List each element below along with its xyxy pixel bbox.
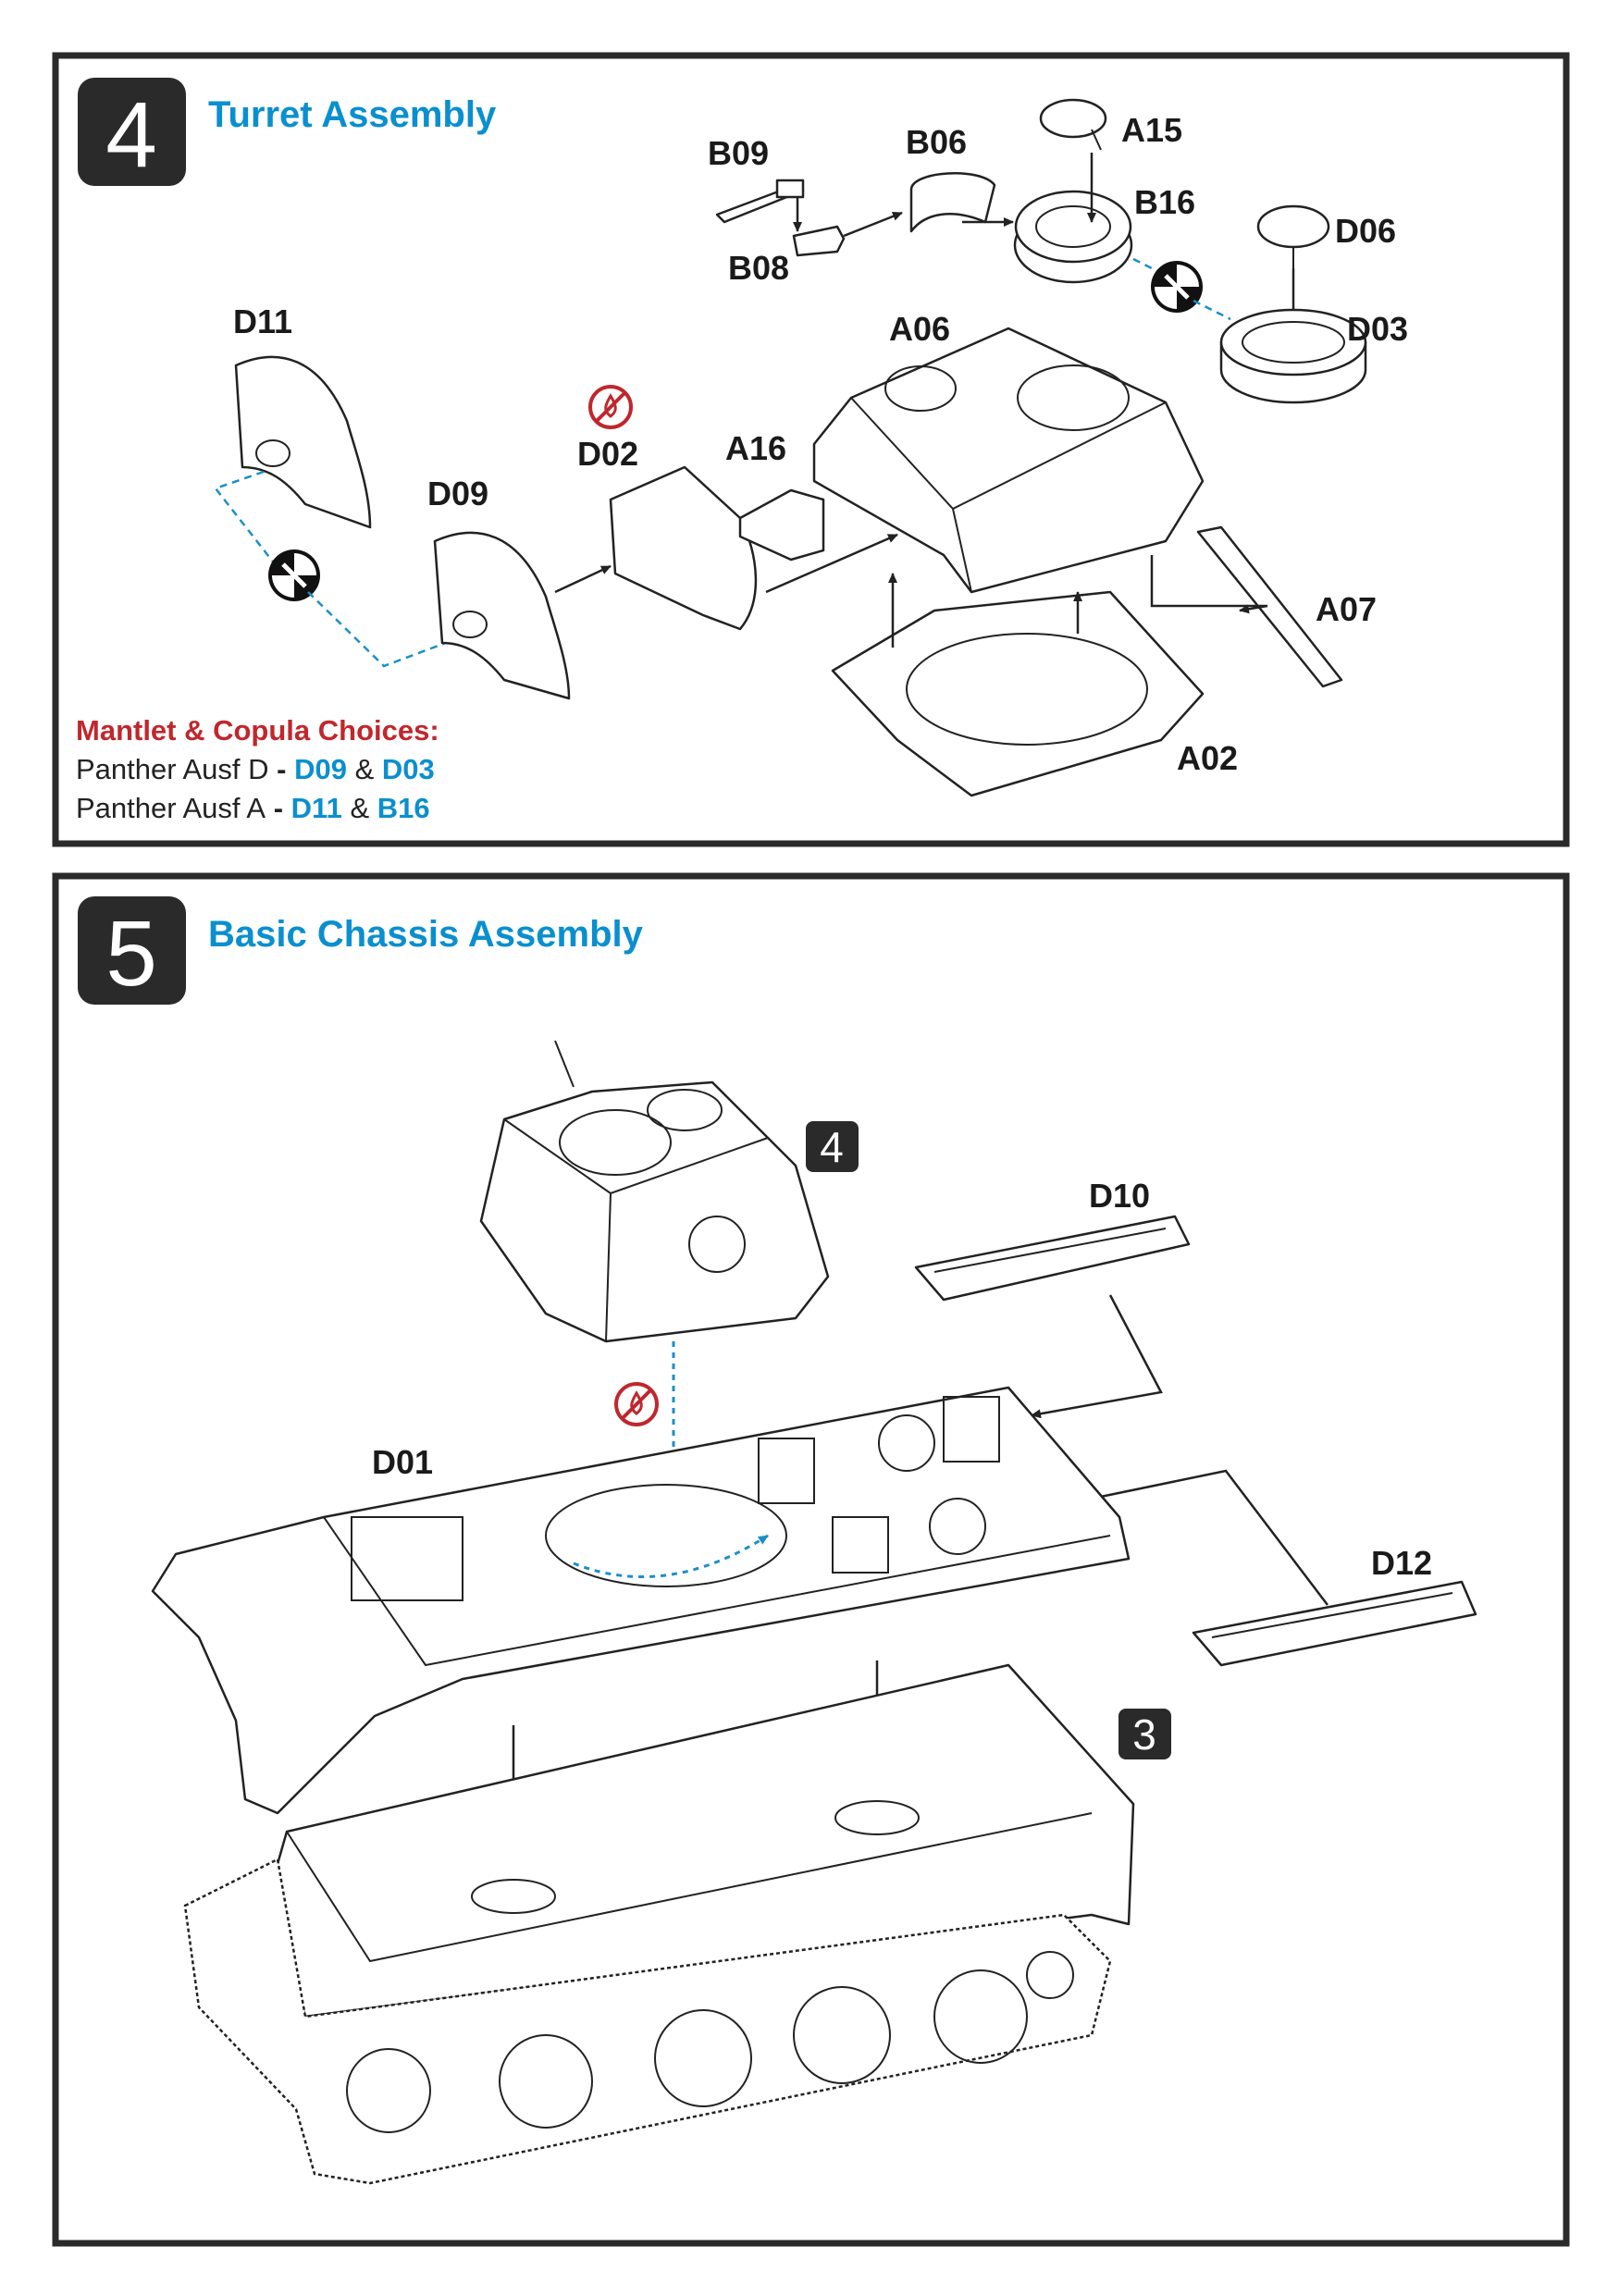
part-label-d09: D09 <box>427 475 488 512</box>
variant-choices-note: Mantlet & Copula Choices: Panther Ausf D… <box>76 714 439 824</box>
no-glue-icon <box>588 385 633 429</box>
part-label-b16: B16 <box>1134 183 1195 221</box>
part-label-b08: B08 <box>728 249 789 287</box>
no-glue-icon <box>614 1382 659 1426</box>
choice-icon <box>268 549 320 601</box>
part-a02-drawing <box>831 590 1205 797</box>
step-number: 4 <box>105 83 157 187</box>
step-reference-badge <box>1118 1709 1171 1759</box>
part-d09-drawing <box>433 531 571 700</box>
step-5-panel: 5 Basic Chassis Assembly 4 <box>52 872 1570 2247</box>
part-a16-drawing <box>738 488 825 562</box>
part-label-a06: A06 <box>889 310 950 348</box>
part-b08-drawing <box>792 225 846 257</box>
part-label-d01: D01 <box>372 1443 433 1481</box>
part-a15-drawing <box>1039 98 1107 151</box>
part-label-b09: B09 <box>708 134 769 172</box>
part-d11-drawing <box>234 355 372 529</box>
part-b09-drawing <box>715 179 805 224</box>
step-title: Turret Assembly <box>208 94 497 135</box>
part-d06-drawing <box>1256 204 1330 268</box>
part-label-a02: A02 <box>1177 739 1238 777</box>
part-label-d12: D12 <box>1371 1544 1432 1582</box>
step-title: Basic Chassis Assembly <box>208 914 644 955</box>
part-d03-drawing <box>1219 308 1367 404</box>
assembled-turret-drawing <box>479 1040 830 1343</box>
part-b06-drawing <box>909 172 996 233</box>
part-d01-drawing <box>151 1386 1131 1815</box>
choice-row: Panther Ausf A - D11 & B16 <box>76 792 430 824</box>
choice-icon <box>1151 261 1203 313</box>
part-d10-drawing <box>914 1215 1191 1302</box>
part-b16-drawing <box>1013 190 1133 284</box>
choice-row: Panther Ausf D - D09 & D03 <box>76 753 435 785</box>
part-d12-drawing <box>1192 1580 1477 1667</box>
part-label-d11: D11 <box>233 302 292 340</box>
step-number: 5 <box>105 902 157 1006</box>
track-and-wheels-drawing <box>183 1858 1112 2185</box>
part-label-d02: D02 <box>577 435 638 473</box>
part-label-a15: A15 <box>1121 111 1182 149</box>
step-number-badge <box>78 78 186 186</box>
part-a06-drawing <box>812 327 1205 594</box>
step-4-panel: 4 Turret Assembly <box>52 52 1570 847</box>
step-reference-badge <box>806 1121 859 1172</box>
part-a07-drawing <box>1196 525 1343 688</box>
step-reference-turret: 4 <box>820 1123 844 1171</box>
step-number-badge <box>78 896 186 1005</box>
part-label-d06: D06 <box>1335 212 1396 250</box>
part-label-b06: B06 <box>906 123 967 161</box>
step-reference-hull: 3 <box>1132 1710 1156 1759</box>
part-label-a16: A16 <box>725 429 786 467</box>
part-label-a07: A07 <box>1316 590 1377 628</box>
part-label-d10: D10 <box>1089 1177 1150 1215</box>
choices-heading: Mantlet & Copula Choices: <box>76 714 439 747</box>
part-label-d03: D03 <box>1347 310 1408 348</box>
